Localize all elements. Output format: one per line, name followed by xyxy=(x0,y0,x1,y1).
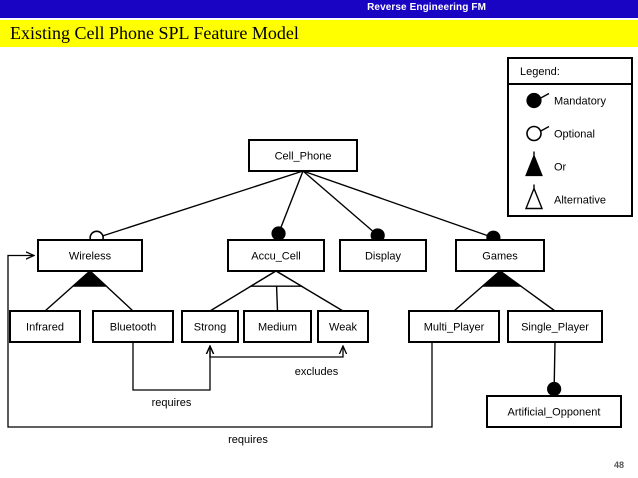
edge-cell_phone-to-games xyxy=(303,171,500,240)
edge-cell_phone-to-wireless xyxy=(90,171,303,240)
legend-item-label-alternative: Alternative xyxy=(554,194,606,206)
legend-item-optional: Optional xyxy=(527,127,595,141)
feature-label-games: Games xyxy=(482,250,518,262)
edge-cell_phone-to-display xyxy=(303,171,383,240)
hollow-arc-icon-accu_cell xyxy=(251,271,302,286)
feature-node-multi_player[interactable]: Multi_Player xyxy=(409,311,499,342)
filled-circle-icon-artificial_opponent xyxy=(548,383,561,396)
feature-node-artificial_opponent[interactable]: Artificial_Opponent xyxy=(487,396,621,427)
diagram-edges-layer xyxy=(45,171,561,396)
feature-node-medium[interactable]: Medium xyxy=(244,311,311,342)
constraint-label-excludes: excludes xyxy=(295,366,339,378)
legend-item-mandatory: Mandatory xyxy=(527,94,606,108)
feature-node-infrared[interactable]: Infrared xyxy=(10,311,80,342)
feature-label-wireless: Wireless xyxy=(69,250,112,262)
feature-node-weak[interactable]: Weak xyxy=(318,311,368,342)
feature-label-cell_phone: Cell_Phone xyxy=(275,150,332,162)
constraint-label-requires-bluetooth-strong: requires xyxy=(152,397,192,409)
feature-label-artificial_opponent: Artificial_Opponent xyxy=(508,406,601,418)
feature-label-medium: Medium xyxy=(258,321,297,333)
legend-item-label-optional: Optional xyxy=(554,128,595,140)
feature-node-bluetooth[interactable]: Bluetooth xyxy=(93,311,173,342)
legend-panel: Legend: MandatoryOptionalOrAlternative xyxy=(508,58,632,216)
filled-arc-icon-games xyxy=(483,271,521,286)
feature-label-accu_cell: Accu_Cell xyxy=(251,250,301,262)
legend-title: Legend: xyxy=(520,66,560,78)
hollow-circle-icon xyxy=(527,127,541,141)
diagram-constraints-layer: requires excludes requires xyxy=(8,256,432,447)
legend-item-label-mandatory: Mandatory xyxy=(554,95,606,107)
feature-node-single_player[interactable]: Single_Player xyxy=(508,311,602,342)
constraint-label-requires-multiplayer-wireless: requires xyxy=(228,434,268,446)
feature-node-wireless[interactable]: Wireless xyxy=(38,240,142,271)
filled-arc-icon-wireless xyxy=(73,271,106,286)
feature-label-display: Display xyxy=(365,250,402,262)
feature-label-single_player: Single_Player xyxy=(521,321,589,333)
legend-item-label-or: Or xyxy=(554,161,567,173)
constraint-requires-bluetooth-strong xyxy=(133,342,210,390)
feature-node-games[interactable]: Games xyxy=(456,240,544,271)
feature-label-infrared: Infrared xyxy=(26,321,64,333)
diagram-groups-layer xyxy=(73,271,521,286)
feature-node-cell_phone[interactable]: Cell_Phone xyxy=(249,140,357,171)
filled-circle-icon xyxy=(527,94,541,108)
filled-circle-icon-accu_cell xyxy=(272,227,285,240)
feature-label-bluetooth: Bluetooth xyxy=(110,321,156,333)
page-number: 48 xyxy=(614,460,624,470)
feature-node-strong[interactable]: Strong xyxy=(182,311,238,342)
feature-label-weak: Weak xyxy=(329,321,357,333)
feature-label-multi_player: Multi_Player xyxy=(424,321,485,333)
feature-label-strong: Strong xyxy=(194,321,226,333)
constraint-excludes-weak-strong xyxy=(210,346,343,357)
feature-node-accu_cell[interactable]: Accu_Cell xyxy=(228,240,324,271)
feature-node-display[interactable]: Display xyxy=(340,240,426,271)
